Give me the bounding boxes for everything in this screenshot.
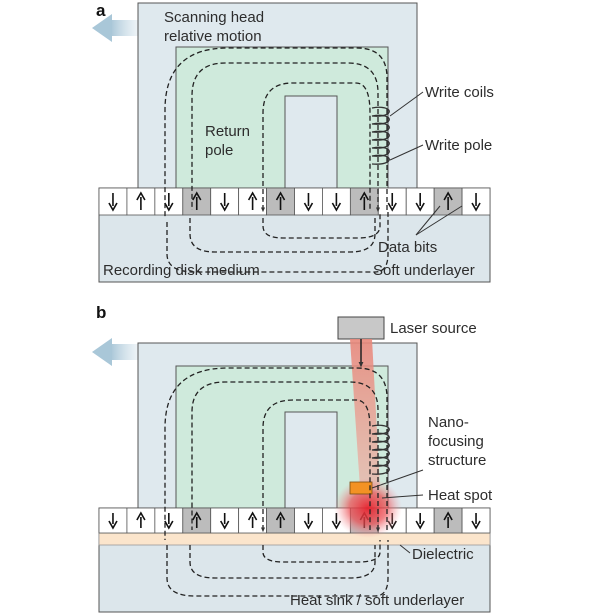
panel-b-bit-arrow-up bbox=[247, 511, 258, 528]
write-coils-b bbox=[371, 424, 390, 475]
panel-b-bit-arrow-down bbox=[108, 513, 118, 530]
panel-b-bit-arrow-up bbox=[443, 511, 453, 528]
write-coils-a bbox=[371, 106, 390, 165]
nano-focusing-structure bbox=[349, 481, 373, 495]
dielectric-layer bbox=[98, 532, 491, 546]
motion-label-line1: Scanning head bbox=[164, 9, 264, 26]
write-pole-label: Write pole bbox=[425, 137, 492, 154]
nano-label-line1: Nano- bbox=[428, 414, 469, 431]
nano-label-line2: focusing bbox=[428, 433, 484, 450]
heat-spot-label: Heat spot bbox=[428, 487, 493, 504]
leader-lines-a bbox=[389, 91, 463, 236]
flux-lines-a bbox=[164, 47, 389, 273]
panel-b-bit-arrow-up bbox=[136, 511, 146, 528]
panel-a-bit-arrow-down bbox=[471, 193, 481, 212]
write-coils-label: Write coils bbox=[425, 84, 494, 101]
panel-b-bit-arrow-up bbox=[275, 511, 286, 528]
motion-label-line2: relative motion bbox=[164, 28, 262, 45]
recording-medium-label: Recording disk medium bbox=[103, 262, 260, 279]
panel-a-bit-arrow-down bbox=[303, 193, 314, 212]
data-bits-label: Data bits bbox=[378, 239, 437, 256]
nano-label-line3: structure bbox=[428, 452, 486, 469]
panel-a-letter: a bbox=[96, 1, 106, 20]
panel-b-letter: b bbox=[96, 303, 106, 322]
panel-a-bit-arrow-up bbox=[359, 191, 370, 210]
soft-underlayer-label: Soft underlayer bbox=[373, 262, 475, 279]
panel-a-bit-arrow-up bbox=[192, 191, 202, 210]
panel-a-bit-arrow-down bbox=[108, 193, 118, 212]
panel-a-bit-arrow-up bbox=[443, 191, 453, 210]
panel-b-bit-arrow-down bbox=[471, 513, 481, 530]
data-bits-row-a bbox=[98, 187, 491, 216]
panel-b: b Laser source bbox=[92, 303, 493, 613]
panel-b-bit-arrow-up bbox=[192, 511, 202, 528]
panel-a-bit-arrow-down bbox=[164, 193, 174, 212]
leader-lines-b bbox=[371, 469, 424, 554]
panel-a: a Scanning head relative motion Return p… bbox=[92, 1, 494, 283]
heat-sink-label: Heat sink / soft underlayer bbox=[290, 592, 464, 609]
panel-a-bit-arrow-up bbox=[136, 191, 146, 210]
panel-b-bit-arrow-down bbox=[164, 513, 174, 530]
dielectric-label: Dielectric bbox=[412, 546, 474, 563]
panel-a-bit-arrow-down bbox=[415, 193, 425, 212]
panel-a-bit-arrow-down bbox=[331, 193, 342, 212]
panel-a-bit-arrow-up bbox=[275, 191, 286, 210]
flux-lines-b bbox=[164, 367, 389, 597]
panel-a-bit-arrow-up bbox=[247, 191, 258, 210]
return-pole-label-line1: Return bbox=[205, 123, 250, 140]
panel-b-bit-arrow-down bbox=[415, 513, 425, 530]
laser-source bbox=[337, 316, 385, 340]
panel-b-bit-arrow-down bbox=[219, 513, 230, 530]
panel-b-bit-arrow-down bbox=[303, 513, 314, 530]
panel-a-bit-arrow-down bbox=[387, 193, 397, 212]
return-pole-label-line2: pole bbox=[205, 142, 233, 159]
data-bits-row-b bbox=[98, 507, 491, 534]
laser-beam bbox=[350, 339, 380, 488]
laser-source-label: Laser source bbox=[390, 320, 477, 337]
panel-a-bit-arrow-down bbox=[219, 193, 230, 212]
magnetic-core-a bbox=[175, 46, 389, 189]
